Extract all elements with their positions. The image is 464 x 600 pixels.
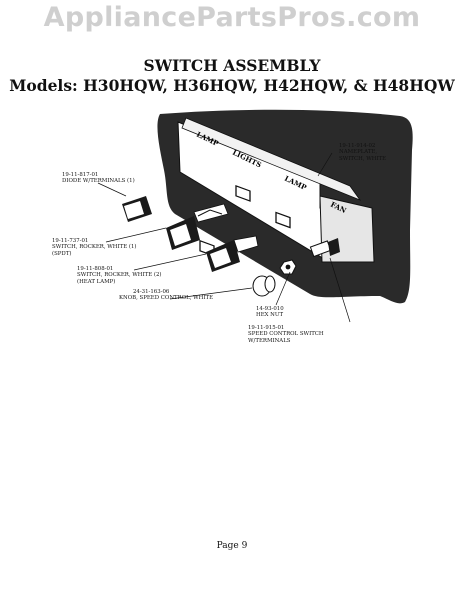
- part-number: 19-11-914-02: [339, 143, 376, 149]
- part-description: SWITCH, ROCKER, WHITE (1): [52, 244, 137, 251]
- models-subtitle: Models: H30HQW, H36HQW, H42HQW, & H48HQW: [9, 76, 455, 95]
- part-description-2: W/TERMINALS: [248, 337, 291, 344]
- part-number: 19-11-915-01: [248, 325, 285, 331]
- part-description: SWITCH, ROCKER, WHITE (2): [77, 272, 162, 279]
- callout-hex-nut: 14-93-010 HEX NUT: [256, 306, 284, 319]
- part-description-2: (SPDT): [52, 250, 72, 257]
- page-number: Page 9: [216, 541, 248, 551]
- part-description: NAMEPLATE,: [339, 149, 378, 156]
- callout-rocker-2: 19-11-808-01 SWITCH, ROCKER, WHITE (2) (…: [77, 266, 162, 285]
- part-description-2: (HEAT LAMP): [77, 278, 116, 285]
- callout-diode: 19-11-817-01 DIODE W/TERMINALS (1): [62, 172, 135, 185]
- part-description: KNOB, SPEED CONTROL, WHITE: [119, 295, 214, 302]
- faceplate-top-strip: [181, 117, 362, 201]
- page-title: SWITCH ASSEMBLY: [143, 56, 321, 75]
- callout-speed-control: 19-11-915-01 SPEED CONTROL SWITCH W/TERM…: [248, 325, 324, 344]
- speed-control-switch: [309, 238, 340, 258]
- switch-opening-2: [235, 185, 251, 202]
- part-description: DIODE W/TERMINALS (1): [62, 178, 135, 185]
- part-number: 14-93-010: [256, 306, 284, 312]
- switch-opening-3: [275, 211, 291, 229]
- callout-knob: 24-31-163-06 KNOB, SPEED CONTROL, WHITE: [119, 289, 213, 302]
- part-description: SPEED CONTROL SWITCH: [248, 331, 324, 338]
- part-number: 19-11-737-01: [52, 238, 89, 244]
- part-number: 19-11-817-01: [62, 172, 99, 178]
- callout-nameplate: 19-11-914-02 NAMEPLATE, SWITCH, WHITE: [339, 143, 386, 162]
- leader-lines: [97, 152, 351, 323]
- rocker-switch-diode: [166, 203, 229, 250]
- hex-nut: [279, 259, 297, 275]
- part-description: HEX NUT: [256, 312, 284, 319]
- part-number: 24-31-163-06: [133, 289, 170, 295]
- part-number: 19-11-808-01: [77, 266, 114, 272]
- rocker-switch-2: [206, 235, 259, 272]
- rocker-switch-1: [122, 196, 152, 222]
- part-description-2: SWITCH, WHITE: [339, 155, 387, 162]
- speed-control-knob: [252, 275, 276, 297]
- callout-rocker-1: 19-11-737-01 SWITCH, ROCKER, WHITE (1) (…: [52, 238, 137, 257]
- watermark-text: AppliancePartsPros.com: [43, 2, 421, 33]
